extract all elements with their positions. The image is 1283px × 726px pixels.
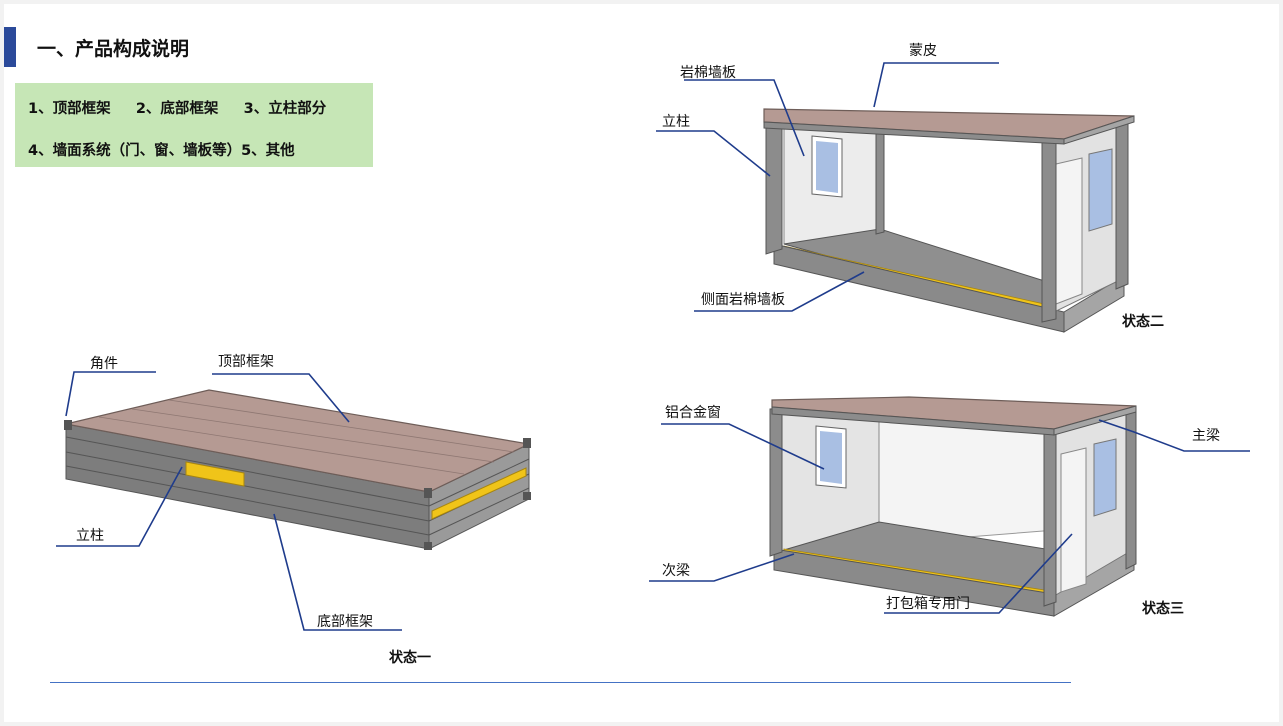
state2-caption: 状态二 <box>1122 314 1164 330</box>
section-title: 一、产品构成说明 <box>37 38 190 60</box>
bottom-rule <box>50 682 1071 683</box>
label-main-beam: 主梁 <box>1192 428 1220 444</box>
state1-flat-pack <box>64 389 531 550</box>
state3-caption: 状态三 <box>1142 601 1184 617</box>
components-line-2: 4、墙面系统（门、窗、墙板等）5、其他 <box>28 143 295 159</box>
state3-enclosed <box>769 396 1137 617</box>
label-secondary-beam: 次梁 <box>662 563 690 579</box>
illustrations <box>56 62 1250 631</box>
slide: 一、产品构成说明 1、顶部框架 2、底部框架 3、立柱部分 4、墙面系统（门、窗… <box>4 4 1279 722</box>
leader-lines <box>56 62 1250 631</box>
label-top-frame: 顶部框架 <box>218 354 274 370</box>
label-side-rockwool-panel: 侧面岩棉墙板 <box>701 292 785 308</box>
label-aluminum-window: 铝合金窗 <box>665 405 721 421</box>
label-container-door: 打包箱专用门 <box>886 596 970 612</box>
state2-open-frame <box>763 108 1135 333</box>
components-line-1: 1、顶部框架 2、底部框架 3、立柱部分 <box>28 101 327 117</box>
label-rockwool-panel: 岩棉墙板 <box>680 65 736 81</box>
state1-caption: 状态一 <box>389 650 431 666</box>
label-column-state2: 立柱 <box>662 114 690 130</box>
title-accent-bar <box>4 27 16 67</box>
label-column-state1: 立柱 <box>76 528 104 544</box>
label-bottom-frame: 底部框架 <box>317 614 373 630</box>
label-corner-fitting: 角件 <box>90 356 118 372</box>
label-skin: 蒙皮 <box>909 43 937 59</box>
components-box <box>15 83 373 167</box>
